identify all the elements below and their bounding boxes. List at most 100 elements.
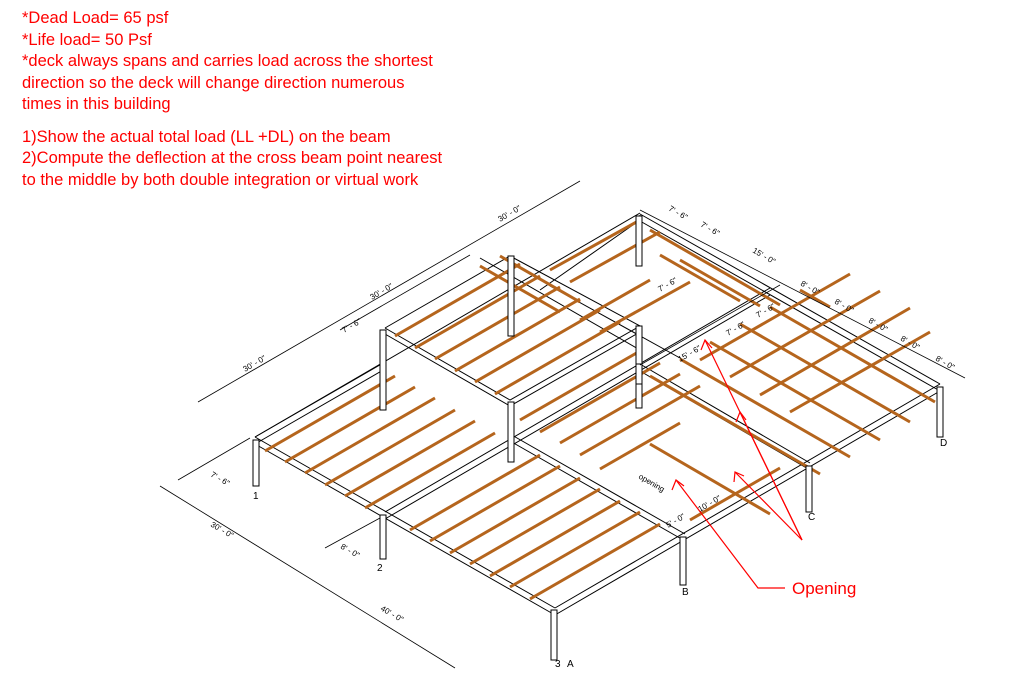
beam — [649, 228, 781, 307]
arrowhead — [733, 471, 745, 483]
beam — [549, 218, 641, 272]
girder-front-right — [554, 383, 941, 616]
girder-mid-1 — [384, 287, 771, 520]
beam — [284, 385, 416, 464]
note-live-load: *Life load= 50 Psf — [22, 30, 152, 49]
beam — [304, 396, 436, 475]
dim-8-0-front: 8' - 0" — [339, 542, 361, 560]
beam — [679, 357, 851, 459]
beam — [529, 522, 661, 601]
note-deck-span-cont: direction so the deck will change direct… — [22, 73, 405, 92]
beam — [799, 288, 831, 309]
opening-callout: Opening — [792, 579, 856, 598]
column-mid — [507, 401, 515, 463]
beam — [344, 419, 476, 498]
grid-1: 1 — [253, 491, 259, 502]
note-deck-span-end: times in this building — [22, 95, 171, 113]
dimension-lines — [159, 180, 966, 669]
beam — [649, 374, 821, 476]
beam — [429, 464, 561, 543]
grid-D: D — [940, 438, 947, 449]
beams-lower — [264, 228, 936, 601]
girder-right-rear — [639, 213, 941, 392]
arrow-line — [739, 411, 803, 541]
beam — [489, 499, 621, 578]
beam — [569, 230, 661, 284]
grid-A: A — [567, 659, 574, 670]
beam — [509, 510, 641, 589]
column-B — [679, 536, 687, 586]
beam — [769, 305, 936, 404]
column-D — [936, 386, 944, 438]
beam — [709, 340, 881, 442]
dim-7-6-r1: 7' - 6" — [667, 204, 689, 222]
beam — [449, 476, 581, 555]
beam — [579, 384, 701, 457]
opening-label: opening — [637, 472, 666, 494]
grid-3: 3 — [555, 659, 561, 670]
column-upper-back — [635, 215, 643, 267]
beam — [789, 330, 931, 414]
arrowhead — [735, 410, 747, 423]
beam — [759, 306, 911, 397]
dim-30-mid: 30' - 0" — [369, 281, 395, 301]
beam — [649, 442, 771, 516]
arrow-line — [675, 479, 785, 589]
arrow-line — [734, 471, 803, 541]
dim-30-front: 30' - 0" — [209, 520, 235, 540]
dim-7-6-left: 7' - 6" — [209, 470, 231, 488]
beam — [599, 280, 691, 334]
column-3A — [550, 609, 558, 661]
beam — [659, 253, 741, 303]
column-1 — [252, 439, 260, 487]
dim-5-0-open: 5' - 0" — [665, 512, 687, 530]
beam — [599, 421, 681, 471]
columns — [252, 215, 944, 661]
column-C — [805, 465, 813, 513]
opening-arrows — [671, 338, 803, 589]
beam — [519, 349, 641, 422]
design-notes: *Dead Load= 65 psf *Life load= 50 Psf *d… — [22, 8, 442, 191]
task-2-cont: to the middle by both double integration… — [22, 170, 419, 189]
beam — [739, 322, 911, 424]
dimension-text: 30' - 0" 30' - 0" 7' - 6" 30' - 0" 7' - … — [209, 203, 956, 624]
dim-30-top: 30' - 0" — [497, 203, 523, 223]
column-inner — [635, 363, 643, 385]
column-2 — [379, 514, 387, 560]
beam — [699, 272, 851, 362]
girder-left-rear — [254, 361, 386, 445]
task-1: 1)Show the actual total load (LL +DL) on… — [22, 127, 391, 146]
beam — [494, 320, 621, 396]
note-dead-load: *Dead Load= 65 psf — [22, 9, 169, 27]
beam — [364, 431, 496, 510]
dim-40-0: 40' - 0" — [379, 604, 405, 624]
beam — [729, 289, 881, 379]
dim-15-0-r: 15' - 0" — [751, 246, 777, 266]
upper-girder-a — [384, 325, 641, 401]
task-2: 2)Compute the deflection at the cross be… — [22, 149, 443, 167]
dim-7-6-r2: 7' - 6" — [699, 220, 721, 238]
beam — [579, 278, 651, 322]
arrowhead — [671, 479, 685, 491]
dim-7-6-upper: 7' - 6" — [341, 317, 363, 335]
beam — [679, 258, 761, 308]
beams-upper — [394, 218, 691, 396]
column-upper-l — [379, 329, 387, 411]
beam — [324, 408, 456, 487]
beam — [264, 374, 396, 453]
note-deck-span: *deck always spans and carries load acro… — [22, 52, 433, 70]
dim-15-6-in: 15' - 6" — [677, 343, 703, 363]
arrowhead — [700, 338, 713, 351]
grid-C: C — [808, 512, 815, 523]
beam — [469, 487, 601, 566]
grid-B: B — [682, 587, 689, 598]
beam — [474, 308, 601, 384]
girder-front-left — [254, 436, 556, 616]
beam — [409, 453, 541, 532]
beam — [559, 372, 681, 445]
girder-mid-2 — [254, 212, 641, 438]
grid-labels: 1 2 3 A B C D — [253, 438, 947, 670]
column-upper-back2 — [507, 255, 515, 337]
dim-8-0-r5: 8' - 0" — [934, 354, 956, 372]
